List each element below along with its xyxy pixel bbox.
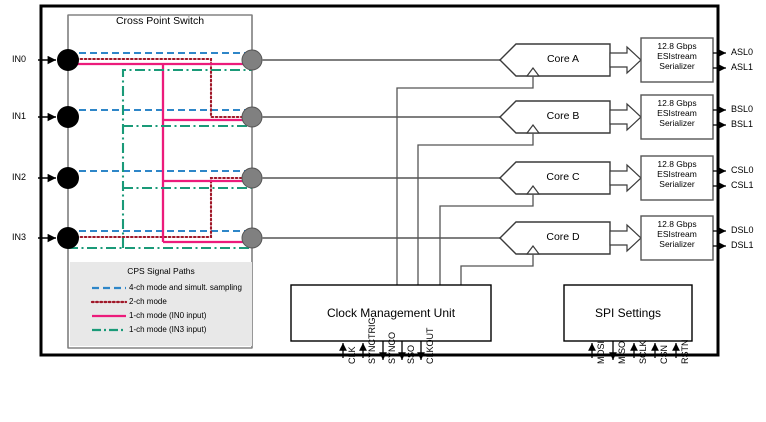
serializer-c-line2: ESIstream [657,169,697,179]
pin-label-synco: SYNCO [387,331,397,364]
input-label-in2: IN2 [12,172,27,182]
pin-label-rstn: RSTN [680,339,690,365]
serializer-b-line3: Serializer [659,118,695,128]
pin-label-miso: MISO [617,340,627,364]
pin-label-csn: CSN [659,344,669,364]
output-label-asl0: ASL0 [731,47,754,57]
serializer-b-line2: ESIstream [657,108,697,118]
core-to-serializer-arrow [609,45,642,253]
cmu-title: Clock Management Unit [326,306,456,320]
serializer-c-line1: 12.8 Gbps [657,159,697,169]
path-2ch-mode [66,57,254,239]
cmu-pin-arrows [339,341,425,360]
legend-label-4ch: 4-ch mode and simult. sampling [129,283,242,292]
spi-pin-arrows [588,341,680,360]
serializer-a: 12.8 Gbps ESIstream Serializer [641,41,713,71]
path-4ch-mode [68,51,252,233]
serializer-a-line1: 12.8 Gbps [657,41,697,51]
cross-point-switch-title: Cross Point Switch [115,15,205,27]
core-label-b: Core B [546,110,580,122]
path-1ch-in3 [68,68,252,250]
pin-label-synctrig: SYNCTRIG [367,317,377,364]
output-label-csl0: CSL0 [731,165,754,175]
serializer-a-line2: ESIstream [657,51,697,61]
pin-label-sclk: SCLK [638,340,648,364]
serializer-c: 12.8 Gbps ESIstream Serializer [641,159,713,189]
serializer-boxes [640,37,714,261]
spi-settings-box [563,284,693,342]
output-label-csl1: CSL1 [731,180,754,190]
output-label-bsl1: BSL1 [731,119,754,129]
clock-management-unit-box [290,284,492,342]
core-label-c: Core C [546,171,580,183]
output-label-dsl1: DSL1 [731,240,754,250]
pin-label-clk: CLK [347,346,357,364]
input-label-in0: IN0 [12,54,27,64]
serializer-d-line2: ESIstream [657,229,697,239]
input-label-in3: IN3 [12,232,27,242]
serializer-d-line1: 12.8 Gbps [657,219,697,229]
core-shapes [499,43,611,255]
serializer-b: 12.8 Gbps ESIstream Serializer [641,98,713,128]
cps-to-core-wires [262,59,500,239]
core-label-a: Core A [546,53,580,65]
input-arrows [38,55,56,243]
serializer-c-line3: Serializer [659,179,695,189]
output-label-asl1: ASL1 [731,62,754,72]
pin-label-mosi: MOSI [596,340,606,364]
legend-panel [70,262,252,346]
cps-output-nodes [241,49,263,249]
path-1ch-in0 [68,62,252,244]
spi-title: SPI Settings [594,306,662,320]
serializer-output-arrows [713,49,726,250]
clock-distribution [396,76,534,285]
output-label-bsl0: BSL0 [731,104,754,114]
serializer-b-line1: 12.8 Gbps [657,98,697,108]
legend-label-1ch-in3: 1-ch mode (IN3 input) [129,325,207,334]
core-label-d: Core D [546,231,580,243]
pin-label-sso: SSO [406,344,416,364]
serializer-d: 12.8 Gbps ESIstream Serializer [641,219,713,249]
pin-label-clkout: CLKOUT [425,327,435,364]
legend-title: CPS Signal Paths [127,266,195,276]
output-label-dsl0: DSL0 [731,225,754,235]
input-label-in1: IN1 [12,111,27,121]
serializer-a-line3: Serializer [659,61,695,71]
legend-label-2ch: 2-ch mode [129,297,167,306]
cps-input-nodes [57,49,79,249]
legend-label-1ch-in0: 1-ch mode (IN0 input) [129,311,207,320]
serializer-d-line3: Serializer [659,239,695,249]
